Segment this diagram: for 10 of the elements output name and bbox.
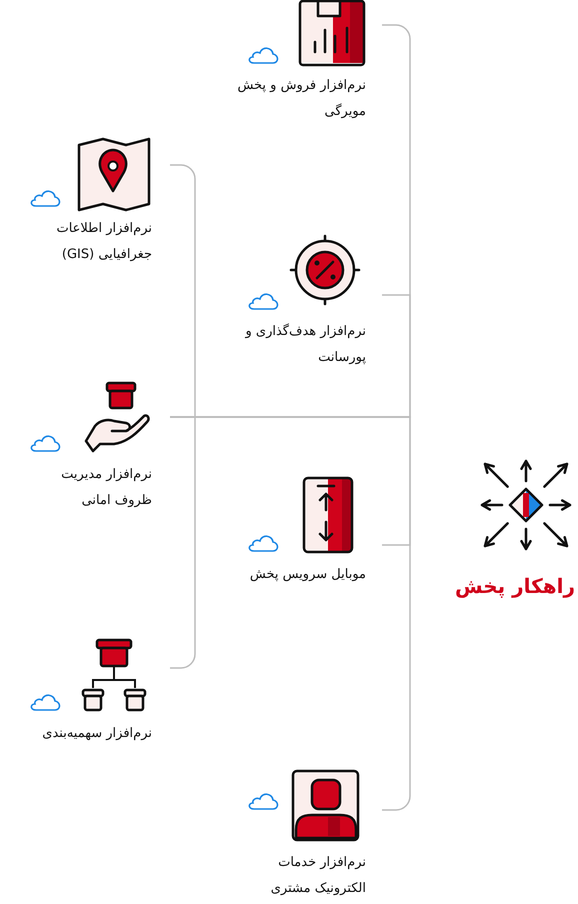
title-label: راهکار پخش <box>454 573 575 600</box>
item-label: نرم‌افزار فروش و پخش مویرگی <box>236 77 366 121</box>
item-label: موبایل سرویس پخش <box>248 566 366 584</box>
item-label: نرم‌افزار مدیریت ظروف امانی <box>60 466 152 510</box>
item-label: نرم‌افزار سهمیه‌بندی <box>41 725 152 743</box>
item-label: نرم‌افزار هدف‌گذاری و پورسانت <box>244 322 366 367</box>
item-label: نرم‌افزار اطلاعات جغرافیایی (GIS) <box>55 220 152 264</box>
connector-line <box>170 416 196 669</box>
item-label: نرم‌افزار خدمات الکترونیک مشتری <box>270 854 366 898</box>
connector-line <box>170 164 196 418</box>
